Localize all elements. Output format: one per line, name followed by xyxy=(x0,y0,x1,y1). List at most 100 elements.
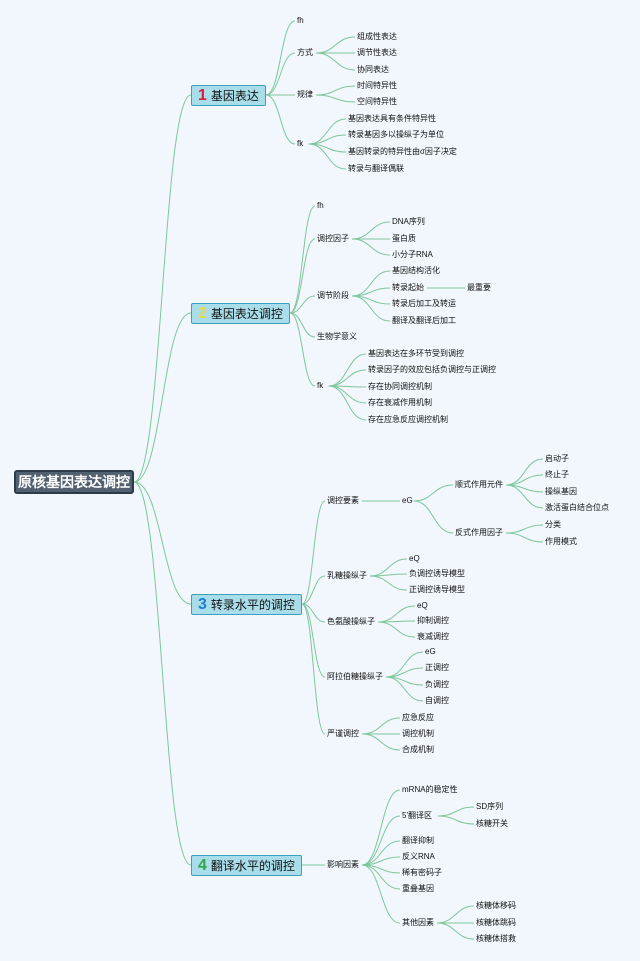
detail-node[interactable]: DNA序列 xyxy=(392,217,425,226)
detail-node[interactable]: 其他因素 xyxy=(402,918,434,927)
detail-node[interactable]: 终止子 xyxy=(545,470,569,479)
detail-node[interactable]: 合成机制 xyxy=(402,745,434,754)
subtopic-node[interactable]: 影响因素 xyxy=(327,860,359,869)
connector-line xyxy=(315,36,356,54)
subtopic-node[interactable]: 调控因子 xyxy=(317,234,349,243)
subtopic-node[interactable]: 规律 xyxy=(297,90,313,99)
connector-line xyxy=(369,558,408,577)
detail-node[interactable]: 核糖体搭救 xyxy=(476,934,516,943)
connector-line xyxy=(328,369,367,387)
subtopic-node[interactable]: fk xyxy=(297,139,304,148)
connector-line xyxy=(265,52,296,96)
branch-number: 3 xyxy=(198,595,207,613)
branch-label: 基因表达 xyxy=(210,89,259,103)
detail-node[interactable]: 蛋白质 xyxy=(392,234,416,243)
connector-line xyxy=(385,651,424,678)
branch-number: 4 xyxy=(198,856,207,874)
connector-line xyxy=(505,474,544,486)
connector-line xyxy=(301,500,326,605)
detail-node[interactable]: 正调控诱导模型 xyxy=(409,585,465,594)
detail-node[interactable]: 存在应急反应调控机制 xyxy=(368,415,448,424)
branch-number: 1 xyxy=(198,86,207,104)
detail-node[interactable]: 5'翻译区 xyxy=(402,811,432,820)
detail-node[interactable]: 协同表达 xyxy=(357,65,389,74)
connector-line xyxy=(301,603,326,735)
detail-node[interactable]: 转录后加工及转运 xyxy=(392,299,456,308)
detail-node[interactable]: 时间特异性 xyxy=(357,81,397,90)
detail-node[interactable]: 转录因子的效应包括负调控与正调控 xyxy=(368,365,496,374)
detail-node[interactable]: 稀有密码子 xyxy=(402,868,442,877)
detail-node[interactable]: 基因转录的特异性由σ因子决定 xyxy=(348,147,457,156)
detail-node[interactable]: 重叠基因 xyxy=(402,884,434,893)
connector-line xyxy=(315,85,356,96)
root-topic[interactable]: 原核基因表达调控 xyxy=(14,470,134,494)
connector-line xyxy=(133,94,192,483)
connector-line xyxy=(377,605,416,623)
detail-node[interactable]: 翻译及翻译后加工 xyxy=(392,316,456,325)
detail-node[interactable]: 转录与翻译偶联 xyxy=(348,164,404,173)
detail-node[interactable]: 负调控 xyxy=(425,680,449,689)
detail-node[interactable]: 正调控 xyxy=(425,663,449,672)
detail-node[interactable]: 激活蛋白结合位点 xyxy=(545,503,609,512)
detail-node[interactable]: 反式作用因子 xyxy=(455,528,503,537)
subtopic-node[interactable]: 方式 xyxy=(297,48,313,57)
subtopic-node[interactable]: 阿拉伯糖操纵子 xyxy=(327,672,383,681)
detail-node[interactable]: eQ xyxy=(409,554,420,563)
subtopic-node[interactable]: 生物学意义 xyxy=(317,332,357,341)
detail-node[interactable]: 调控机制 xyxy=(402,729,434,738)
detail-node[interactable]: 基因表达具有条件特异性 xyxy=(348,114,436,123)
detail-node[interactable]: 存在协同调控机制 xyxy=(368,382,432,391)
detail-node[interactable]: 基因结构活化 xyxy=(392,266,440,275)
connector-line xyxy=(301,603,326,678)
detail-node[interactable]: 反义RNA xyxy=(402,852,435,861)
detail-node[interactable]: 基因表达在多环节受到调控 xyxy=(368,349,464,358)
detail-node[interactable]: 存在衰减作用机制 xyxy=(368,398,432,407)
detail-node[interactable]: 翻译抑制 xyxy=(402,836,434,845)
detail-node[interactable]: 分类 xyxy=(545,520,561,529)
detail-node[interactable]: 转录起始 xyxy=(392,283,424,292)
detail-node[interactable]: 应急反应 xyxy=(402,713,434,722)
detail-node[interactable]: 自调控 xyxy=(425,696,449,705)
subtopic-node[interactable]: 色氨酸操纵子 xyxy=(327,617,375,626)
detail-node[interactable]: 核糖开关 xyxy=(476,819,508,828)
connector-line xyxy=(289,295,316,314)
subtopic-node[interactable]: 调控要素 xyxy=(327,496,359,505)
detail-node[interactable]: eG xyxy=(425,647,436,656)
detail-node[interactable]: eQ xyxy=(417,601,428,610)
detail-node[interactable]: 最重要 xyxy=(467,283,491,292)
detail-node[interactable]: 负调控诱导模型 xyxy=(409,569,465,578)
detail-node[interactable]: 转录基因多以操纵子为单位 xyxy=(348,130,444,139)
detail-node[interactable]: 操纵基因 xyxy=(545,487,577,496)
detail-node[interactable]: 衰减调控 xyxy=(417,632,449,641)
detail-node[interactable]: 空间特异性 xyxy=(357,97,397,106)
detail-node[interactable]: 作用模式 xyxy=(545,537,577,546)
subtopic-node[interactable]: 乳糖操纵子 xyxy=(327,571,367,580)
subtopic-node[interactable]: 严谨调控 xyxy=(327,729,359,738)
subtopic-node[interactable]: 调节阶段 xyxy=(317,291,349,300)
connector-line xyxy=(413,484,454,502)
subtopic-node[interactable]: fh xyxy=(317,201,324,210)
detail-node[interactable]: 组成性表达 xyxy=(357,32,397,41)
subtopic-node[interactable]: fh xyxy=(297,16,304,25)
detail-node[interactable]: 小分子RNA xyxy=(392,250,433,259)
connector-line xyxy=(505,458,544,486)
detail-node[interactable]: 启动子 xyxy=(545,454,569,463)
detail-node[interactable]: 核糖体移码 xyxy=(476,901,516,910)
subtopic-node[interactable]: fk xyxy=(317,381,324,390)
detail-node[interactable]: 抑制调控 xyxy=(417,616,449,625)
detail-node[interactable]: 核糖体跳码 xyxy=(476,918,516,927)
detail-node[interactable]: mRNA的稳定性 xyxy=(402,785,458,794)
detail-node[interactable]: eG xyxy=(402,496,413,505)
connector-line xyxy=(351,221,391,240)
connector-line xyxy=(328,385,367,421)
connector-line xyxy=(289,312,316,338)
connector-line xyxy=(133,312,192,483)
detail-node[interactable]: SD序列 xyxy=(476,802,504,811)
detail-node[interactable]: 顺式作用元件 xyxy=(455,480,503,489)
detail-node[interactable]: 调节性表达 xyxy=(357,48,397,57)
